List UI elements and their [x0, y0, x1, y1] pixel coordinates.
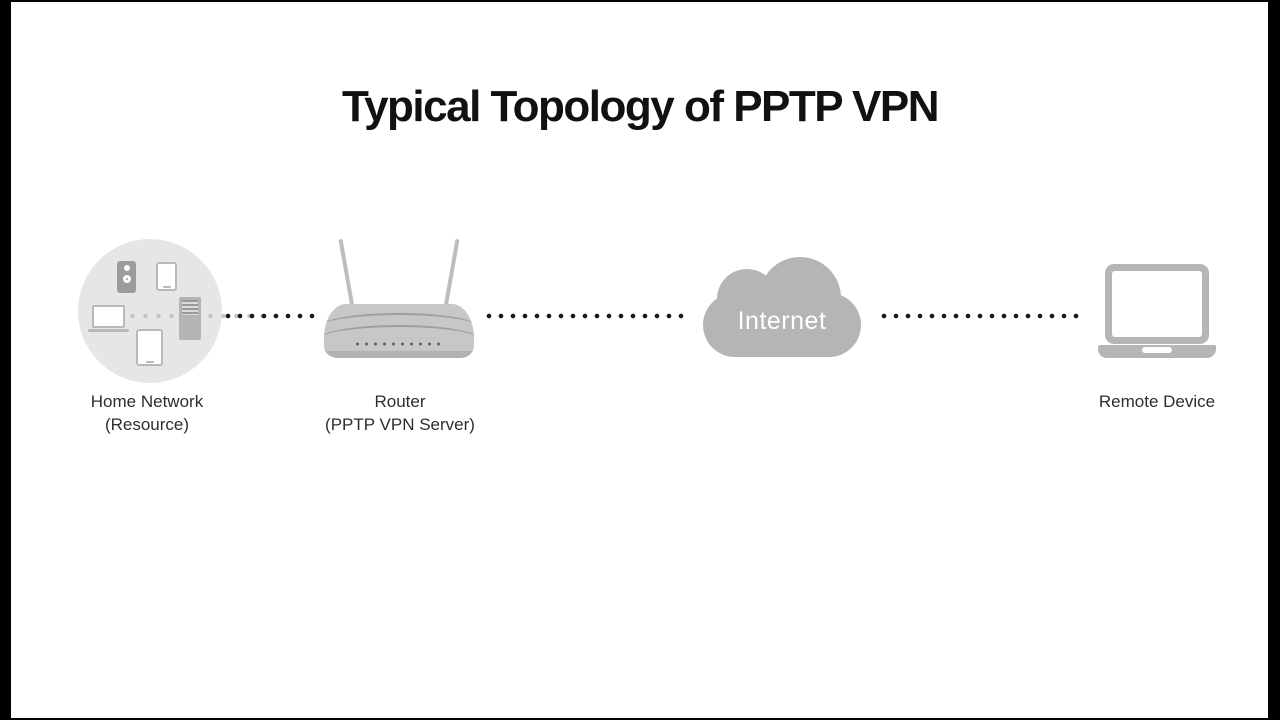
remote-device-label-line1: Remote Device: [1098, 392, 1216, 411]
laptop-icon: [1098, 264, 1216, 359]
tablet-icon: [136, 329, 163, 366]
internet-label: Internet: [737, 307, 827, 335]
cloud-icon: Internet: [703, 257, 861, 357]
home-network-label-line2: (Resource): [104, 415, 190, 434]
frame-edge-right: [1268, 0, 1280, 720]
router-body: [324, 304, 474, 358]
computer-icon: [92, 305, 125, 328]
diagram-title: Typical Topology of PPTP VPN: [341, 82, 940, 131]
frame-edge-left: [0, 0, 11, 720]
home-network-label-line1: Home Network: [90, 392, 204, 411]
dotted-link-home-to-router: [222, 313, 320, 319]
frame-edge-bottom: [0, 718, 1280, 720]
router-label: Router (PPTP VPN Server): [280, 390, 520, 436]
remote-device-label: Remote Device: [1057, 390, 1257, 413]
tablet-icon: [156, 262, 177, 291]
dotted-link-internet-to-remote: [878, 313, 1084, 319]
frame-edge-top: [0, 0, 1280, 2]
router-led-row: [353, 342, 445, 346]
home-network-devices-icon: [78, 239, 274, 383]
router-label-line2: (PPTP VPN Server): [325, 415, 475, 434]
server-icon: [179, 297, 201, 340]
dotted-link-router-to-internet: [483, 313, 687, 319]
computer-base: [88, 329, 129, 332]
router-label-line1: Router: [374, 392, 426, 411]
wireless-router-icon: [324, 238, 474, 363]
home-network-label: Home Network (Resource): [47, 390, 247, 436]
speaker-icon: [117, 261, 136, 293]
